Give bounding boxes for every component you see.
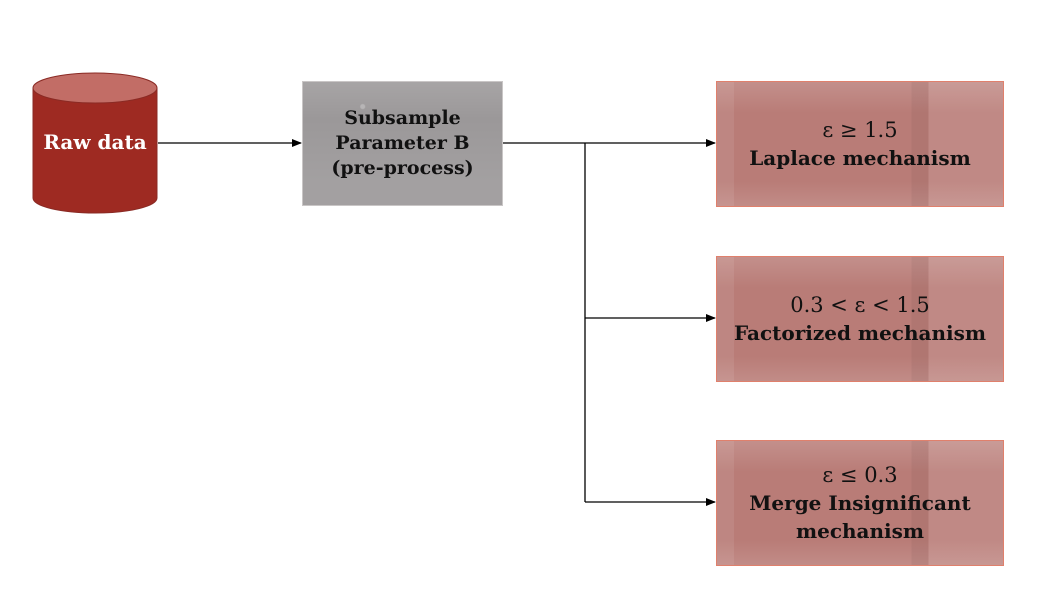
preprocess-line-3: (pre-process) bbox=[331, 157, 474, 179]
preprocess-box: Subsample Parameter B (pre-process) bbox=[302, 81, 503, 206]
laplace-condition: ε ≥ 1.5 bbox=[822, 118, 898, 142]
merge-label-line-2: mechanism bbox=[795, 519, 925, 543]
preprocess-line-1: Subsample bbox=[344, 107, 461, 129]
merge-condition: ε ≤ 0.3 bbox=[822, 463, 898, 487]
factorized-label: Factorized mechanism bbox=[733, 321, 987, 345]
merge-box: ε ≤ 0.3 Merge Insignificant mechanism bbox=[716, 440, 1004, 566]
laplace-box: ε ≥ 1.5 Laplace mechanism bbox=[716, 81, 1004, 207]
merge-label-line-1: Merge Insignificant bbox=[749, 491, 971, 515]
laplace-label: Laplace mechanism bbox=[749, 146, 971, 170]
raw-data-label: Raw data bbox=[43, 130, 147, 154]
factorized-condition: 0.3 < ε < 1.5 bbox=[790, 293, 930, 317]
factorized-box: 0.3 < ε < 1.5 Factorized mechanism bbox=[716, 256, 1004, 382]
raw-data-cylinder bbox=[32, 72, 158, 214]
preprocess-line-2: Parameter B bbox=[335, 132, 470, 154]
